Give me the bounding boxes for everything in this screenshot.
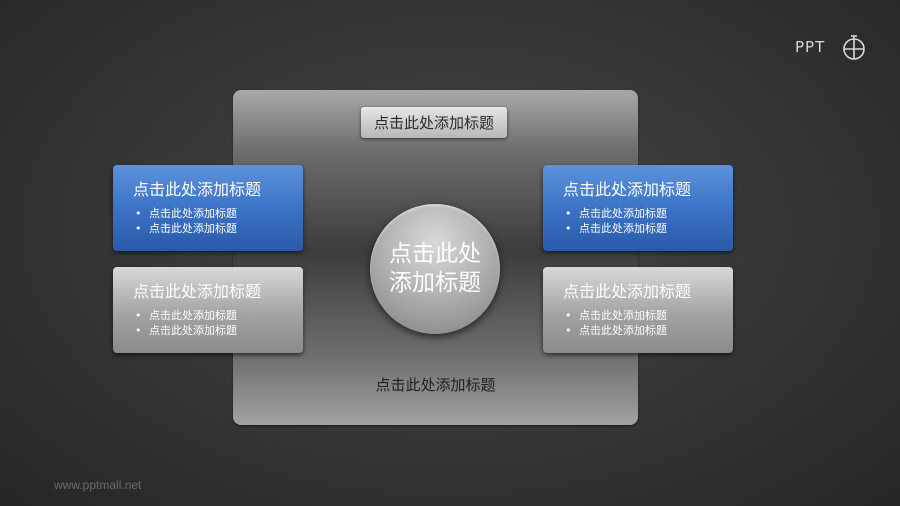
stopwatch-circle-icon	[843, 35, 865, 60]
card-bullet: 点击此处添加标题	[565, 323, 733, 338]
card-bullet: 点击此处添加标题	[135, 308, 303, 323]
card-bullet-list: 点击此处添加标题 点击此处添加标题	[133, 308, 303, 338]
card-bullet: 点击此处添加标题	[135, 206, 303, 221]
top-title-box[interactable]: 点击此处添加标题	[361, 107, 507, 138]
card-bullet: 点击此处添加标题	[565, 221, 733, 236]
card-left-bottom[interactable]: 点击此处添加标题 点击此处添加标题 点击此处添加标题	[113, 267, 303, 353]
bottom-title[interactable]: 点击此处添加标题	[375, 376, 496, 394]
logo-text: PPT	[795, 38, 826, 56]
card-left-top[interactable]: 点击此处添加标题 点击此处添加标题 点击此处添加标题	[113, 165, 303, 251]
center-circle[interactable]: 点击此处 添加标题	[370, 204, 500, 334]
card-bullet: 点击此处添加标题	[135, 323, 303, 338]
center-circle-label: 点击此处 添加标题	[380, 240, 490, 298]
card-bullet-list: 点击此处添加标题 点击此处添加标题	[563, 308, 733, 338]
card-bullet: 点击此处添加标题	[135, 221, 303, 236]
card-title: 点击此处添加标题	[563, 282, 692, 301]
card-title: 点击此处添加标题	[133, 282, 262, 301]
center-line-1: 点击此处	[389, 241, 481, 267]
card-bullet-list: 点击此处添加标题 点击此处添加标题	[133, 206, 303, 236]
brand-logo: PPT	[795, 34, 870, 62]
card-bullet: 点击此处添加标题	[565, 308, 733, 323]
card-bullet-list: 点击此处添加标题 点击此处添加标题	[563, 206, 733, 236]
center-line-2: 添加标题	[389, 270, 481, 296]
card-right-top[interactable]: 点击此处添加标题 点击此处添加标题 点击此处添加标题	[543, 165, 733, 251]
card-title: 点击此处添加标题	[133, 180, 262, 199]
footer-url: www.pptmall.net	[54, 478, 142, 492]
card-bullet: 点击此处添加标题	[565, 206, 733, 221]
card-title: 点击此处添加标题	[563, 180, 692, 199]
card-right-bottom[interactable]: 点击此处添加标题 点击此处添加标题 点击此处添加标题	[543, 267, 733, 353]
